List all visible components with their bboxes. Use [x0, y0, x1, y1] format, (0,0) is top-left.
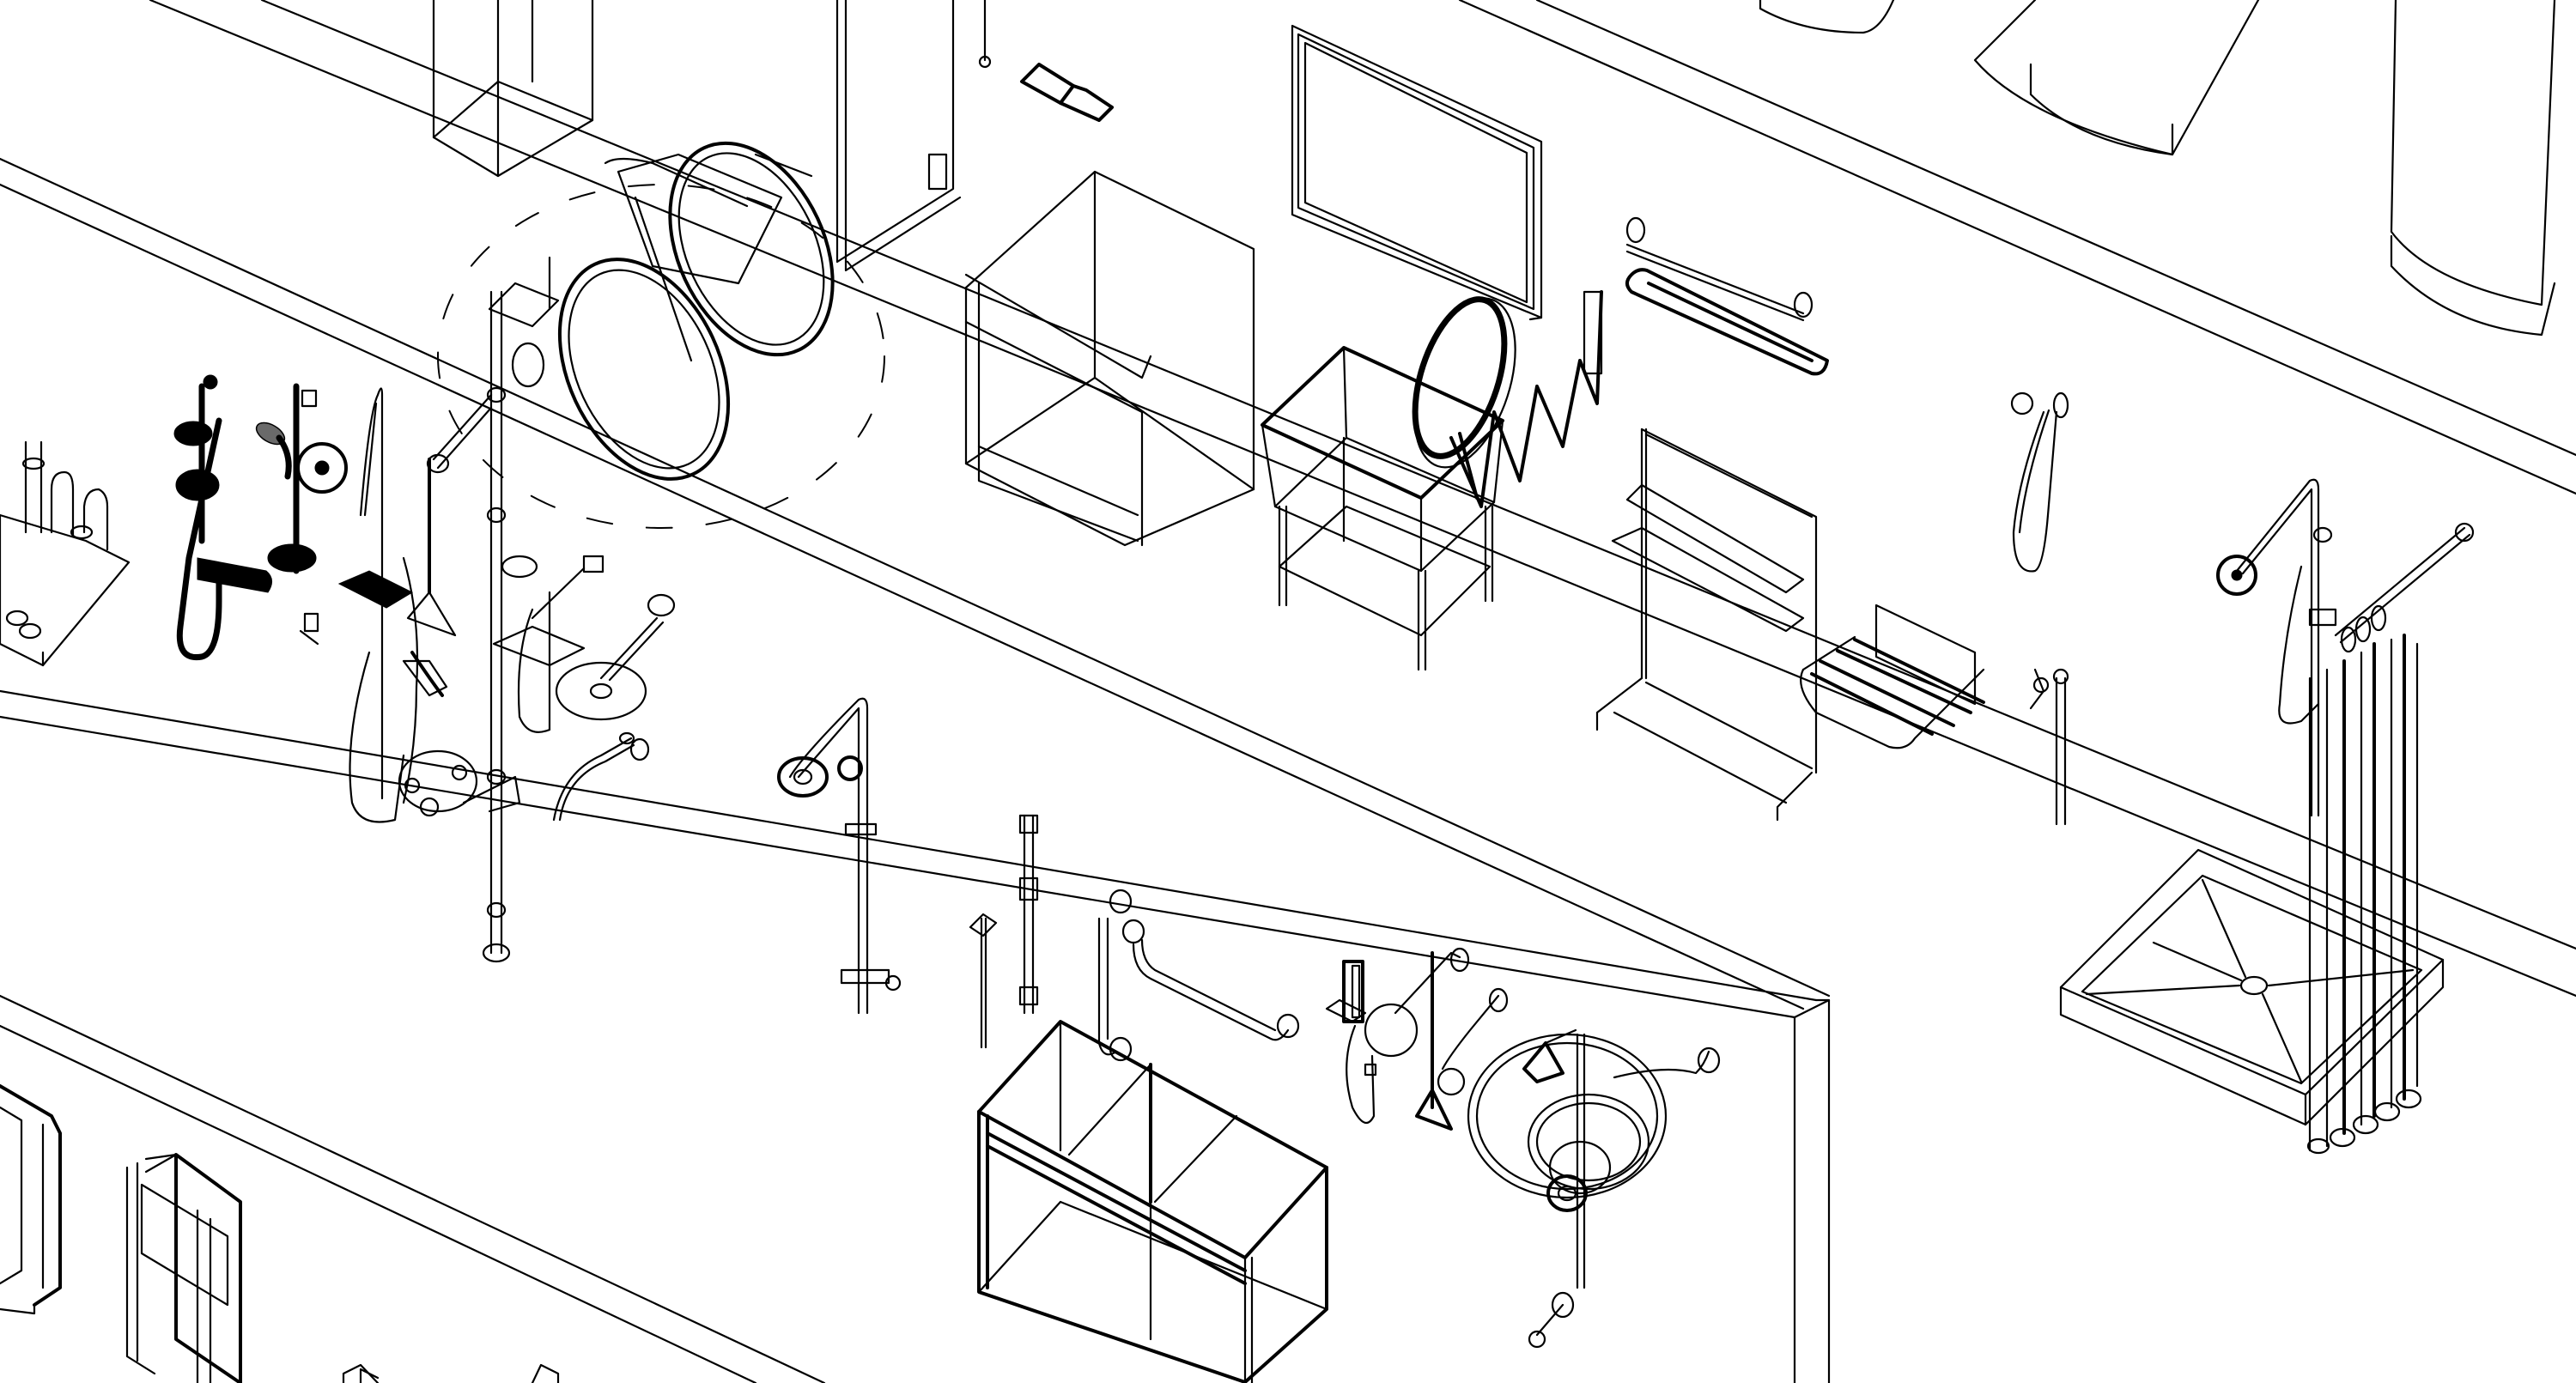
washstand-frame[interactable] — [1261, 346, 1504, 671]
shower-column-right[interactable] — [2216, 478, 2337, 817]
double-vanity-frame[interactable] — [977, 1020, 1328, 1383]
tall-cabinet[interactable] — [432, 0, 594, 178]
towel-rack-stand[interactable] — [1595, 428, 1818, 822]
vanity-cabinet-open[interactable] — [964, 170, 1255, 547]
grab-bar-l[interactable] — [1097, 889, 1300, 1062]
slide-bar[interactable] — [969, 814, 1039, 1049]
emergency-shower[interactable] — [406, 453, 457, 637]
ceiling-panel-3[interactable] — [2390, 0, 2556, 337]
recessed-cabinet-2[interactable] — [125, 1153, 242, 1383]
bottom-edge-objects — [342, 1363, 560, 1383]
black-shower-set-1[interactable] — [173, 374, 272, 661]
ceiling-panel-2[interactable] — [1973, 0, 2260, 156]
towel-rail[interactable] — [1625, 216, 1814, 322]
shower-pole[interactable] — [432, 290, 511, 963]
ceiling-panel-1[interactable] — [1759, 0, 1895, 34]
shower-column-caddy[interactable] — [299, 387, 521, 823]
hose-reel-shower[interactable] — [1467, 1028, 1721, 1349]
countertop-basin-taps[interactable] — [0, 440, 131, 667]
extendable-mirror[interactable] — [1395, 286, 1603, 508]
towel-tray[interactable] — [1625, 268, 1829, 376]
hand-shower-hose[interactable] — [2010, 391, 2069, 573]
black-shower-set-2[interactable] — [252, 383, 348, 574]
upper-wall-band — [1458, 0, 2576, 495]
shower-head-large[interactable] — [552, 593, 676, 822]
recessed-cabinet-1[interactable] — [0, 1084, 62, 1315]
grab-bar-vertical[interactable] — [835, 0, 992, 272]
mid-wall-band — [0, 157, 1831, 1010]
back-wall-band — [149, 0, 2576, 998]
shower-tray[interactable] — [2059, 848, 2445, 1126]
towel-shelf-small[interactable] — [1020, 63, 1114, 122]
lower-floor-band — [0, 994, 826, 1383]
shower-curtain[interactable] — [2306, 522, 2475, 1155]
corner-shelf[interactable] — [492, 555, 605, 733]
wheelchair[interactable] — [437, 117, 885, 529]
wall-tap[interactable] — [2029, 668, 2069, 826]
shower-column-mid[interactable] — [777, 697, 902, 1015]
eyewash-station[interactable] — [1325, 947, 1509, 1131]
wall-mirror[interactable] — [1291, 24, 1543, 321]
front-wall-slab — [0, 689, 1831, 1383]
folding-shower-seat[interactable] — [1800, 604, 1985, 749]
